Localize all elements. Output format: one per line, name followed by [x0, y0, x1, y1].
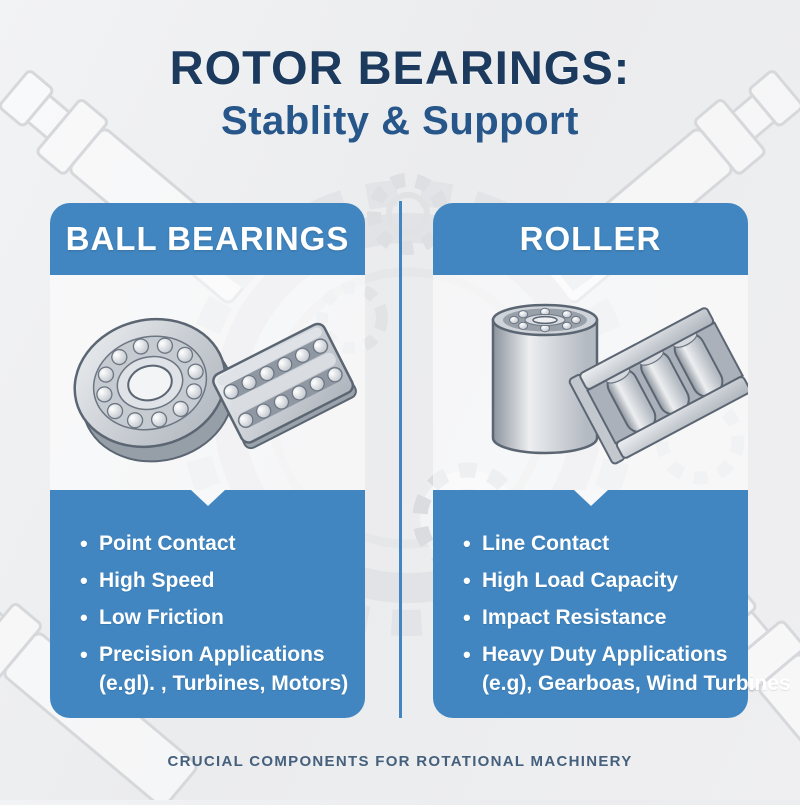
card-roller: ROLLER	[433, 203, 791, 718]
bullet-item: Line Contact	[463, 529, 748, 558]
bullet-item: Point Contact	[80, 529, 365, 558]
card-roller-notch	[573, 490, 608, 506]
card-ball-bearings-body: Point Contact High Speed Low Friction Pr…	[50, 490, 365, 718]
card-ball-bearings-header: BALL BEARINGS	[50, 203, 365, 275]
bullet-item: Precision Applications (e.gl). , Turbine…	[80, 640, 365, 698]
gear-watermark-top-center	[367, 173, 449, 255]
ball-bearing-illustration	[73, 317, 357, 463]
card-ball-bearings-notch	[190, 490, 225, 506]
bullet-text: High Load Capacity	[482, 568, 679, 592]
bullet-item: Heavy Duty Applications (e.g), Gearboas,…	[463, 640, 791, 698]
vertical-divider	[399, 201, 402, 718]
bullet-text: Heavy Duty Applications	[482, 642, 728, 666]
card-ball-bearings-media	[50, 275, 365, 490]
bullet-item: High Speed	[80, 566, 365, 595]
card-ball-bearings: BALL BEARINGS	[50, 203, 365, 718]
ball-block	[212, 322, 357, 450]
card-roller-header: ROLLER	[433, 203, 748, 275]
bullet-item: Impact Resistance	[463, 603, 748, 632]
bullet-text: Point Contact	[99, 532, 236, 555]
bullet-subtext: (e.gl). , Turbines, Motors)	[99, 671, 349, 695]
footer-tagline: CRUCIAL COMPONENTS FOR ROTATIONAL MACHIN…	[167, 753, 633, 770]
bullet-item: High Load Capacity	[463, 566, 748, 595]
roller-bullet-list: Line Contact High Load Capacity Impact R…	[463, 529, 791, 698]
card-roller-body: Line Contact High Load Capacity Impact R…	[433, 490, 791, 718]
page-title-block: ROTOR BEARINGS: Stablity & Support	[0, 41, 800, 143]
bullet-text: Low Friction	[99, 605, 224, 629]
bullet-text: Line Contact	[482, 532, 610, 555]
page-subtitle: Stablity & Support	[221, 98, 579, 143]
ball-bearings-bullet-list: Point Contact High Speed Low Friction Pr…	[80, 529, 365, 698]
bullet-text: Precision Applications	[99, 642, 325, 666]
bullet-subtext: (e.g), Gearboas, Wind Turbines	[482, 671, 791, 695]
bullet-text: Impact Resistance	[482, 605, 667, 629]
roller-bearing-illustration	[491, 303, 748, 465]
bullet-text: High Speed	[99, 568, 215, 592]
page-title: ROTOR BEARINGS:	[169, 41, 631, 94]
bullet-item: Low Friction	[80, 603, 365, 632]
card-roller-media	[433, 275, 748, 490]
